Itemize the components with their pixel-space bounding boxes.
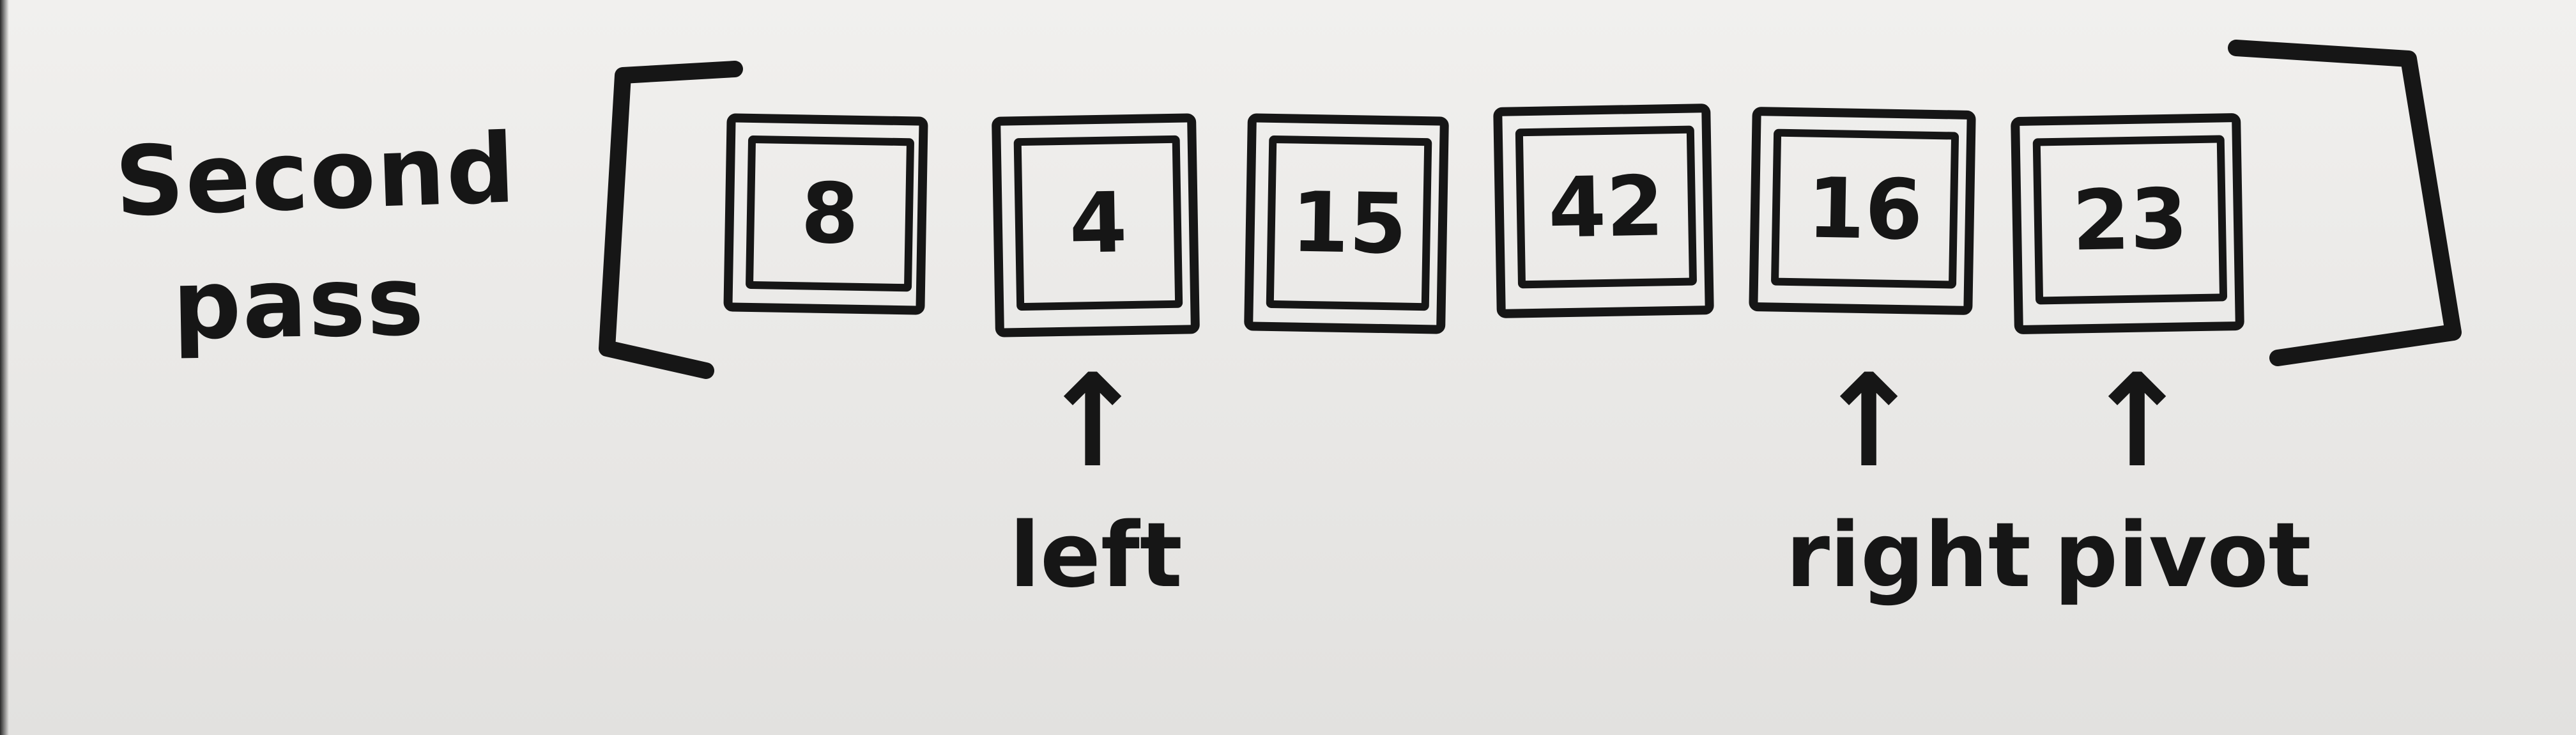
array-cell-inner: 16 [1770, 128, 1959, 289]
photo-edge-shadow [0, 0, 9, 735]
array-cell-value: 8 [800, 164, 860, 263]
pointer-left: ↑ left [1009, 347, 1183, 608]
array-cell-value: 15 [1290, 173, 1408, 273]
array-cell: 15 [1244, 113, 1449, 334]
array-cell-inner: 8 [745, 135, 915, 292]
array-cell: 42 [1493, 104, 1714, 318]
array-cell-value: 4 [1068, 174, 1128, 272]
array-cell-value: 42 [1547, 157, 1665, 257]
up-arrow-icon: ↑ [2083, 347, 2191, 496]
array-cell: 8 [723, 113, 928, 315]
array-cell: 4 [992, 113, 1200, 337]
array-cell: 23 [2011, 112, 2244, 335]
left-bracket [599, 61, 743, 379]
pointer-right: ↑ right [1786, 347, 2031, 608]
right-bracket [2228, 40, 2462, 366]
pointer-label: right [1786, 504, 2031, 608]
pointer-pivot: ↑ pivot [2054, 347, 2312, 608]
array-cell-inner: 4 [1013, 135, 1183, 311]
pointer-label: left [1009, 504, 1183, 608]
up-arrow-icon: ↑ [1815, 347, 1922, 496]
up-arrow-icon: ↑ [1039, 347, 1146, 496]
array-cell-inner: 23 [2032, 135, 2228, 305]
array-cell-value: 23 [2071, 170, 2189, 270]
pointer-label: pivot [2054, 504, 2312, 608]
array-cell-inner: 42 [1515, 125, 1698, 289]
array-cell-inner: 15 [1266, 135, 1432, 311]
array-cell-value: 16 [1806, 159, 1924, 259]
array-cell: 16 [1749, 106, 1976, 316]
